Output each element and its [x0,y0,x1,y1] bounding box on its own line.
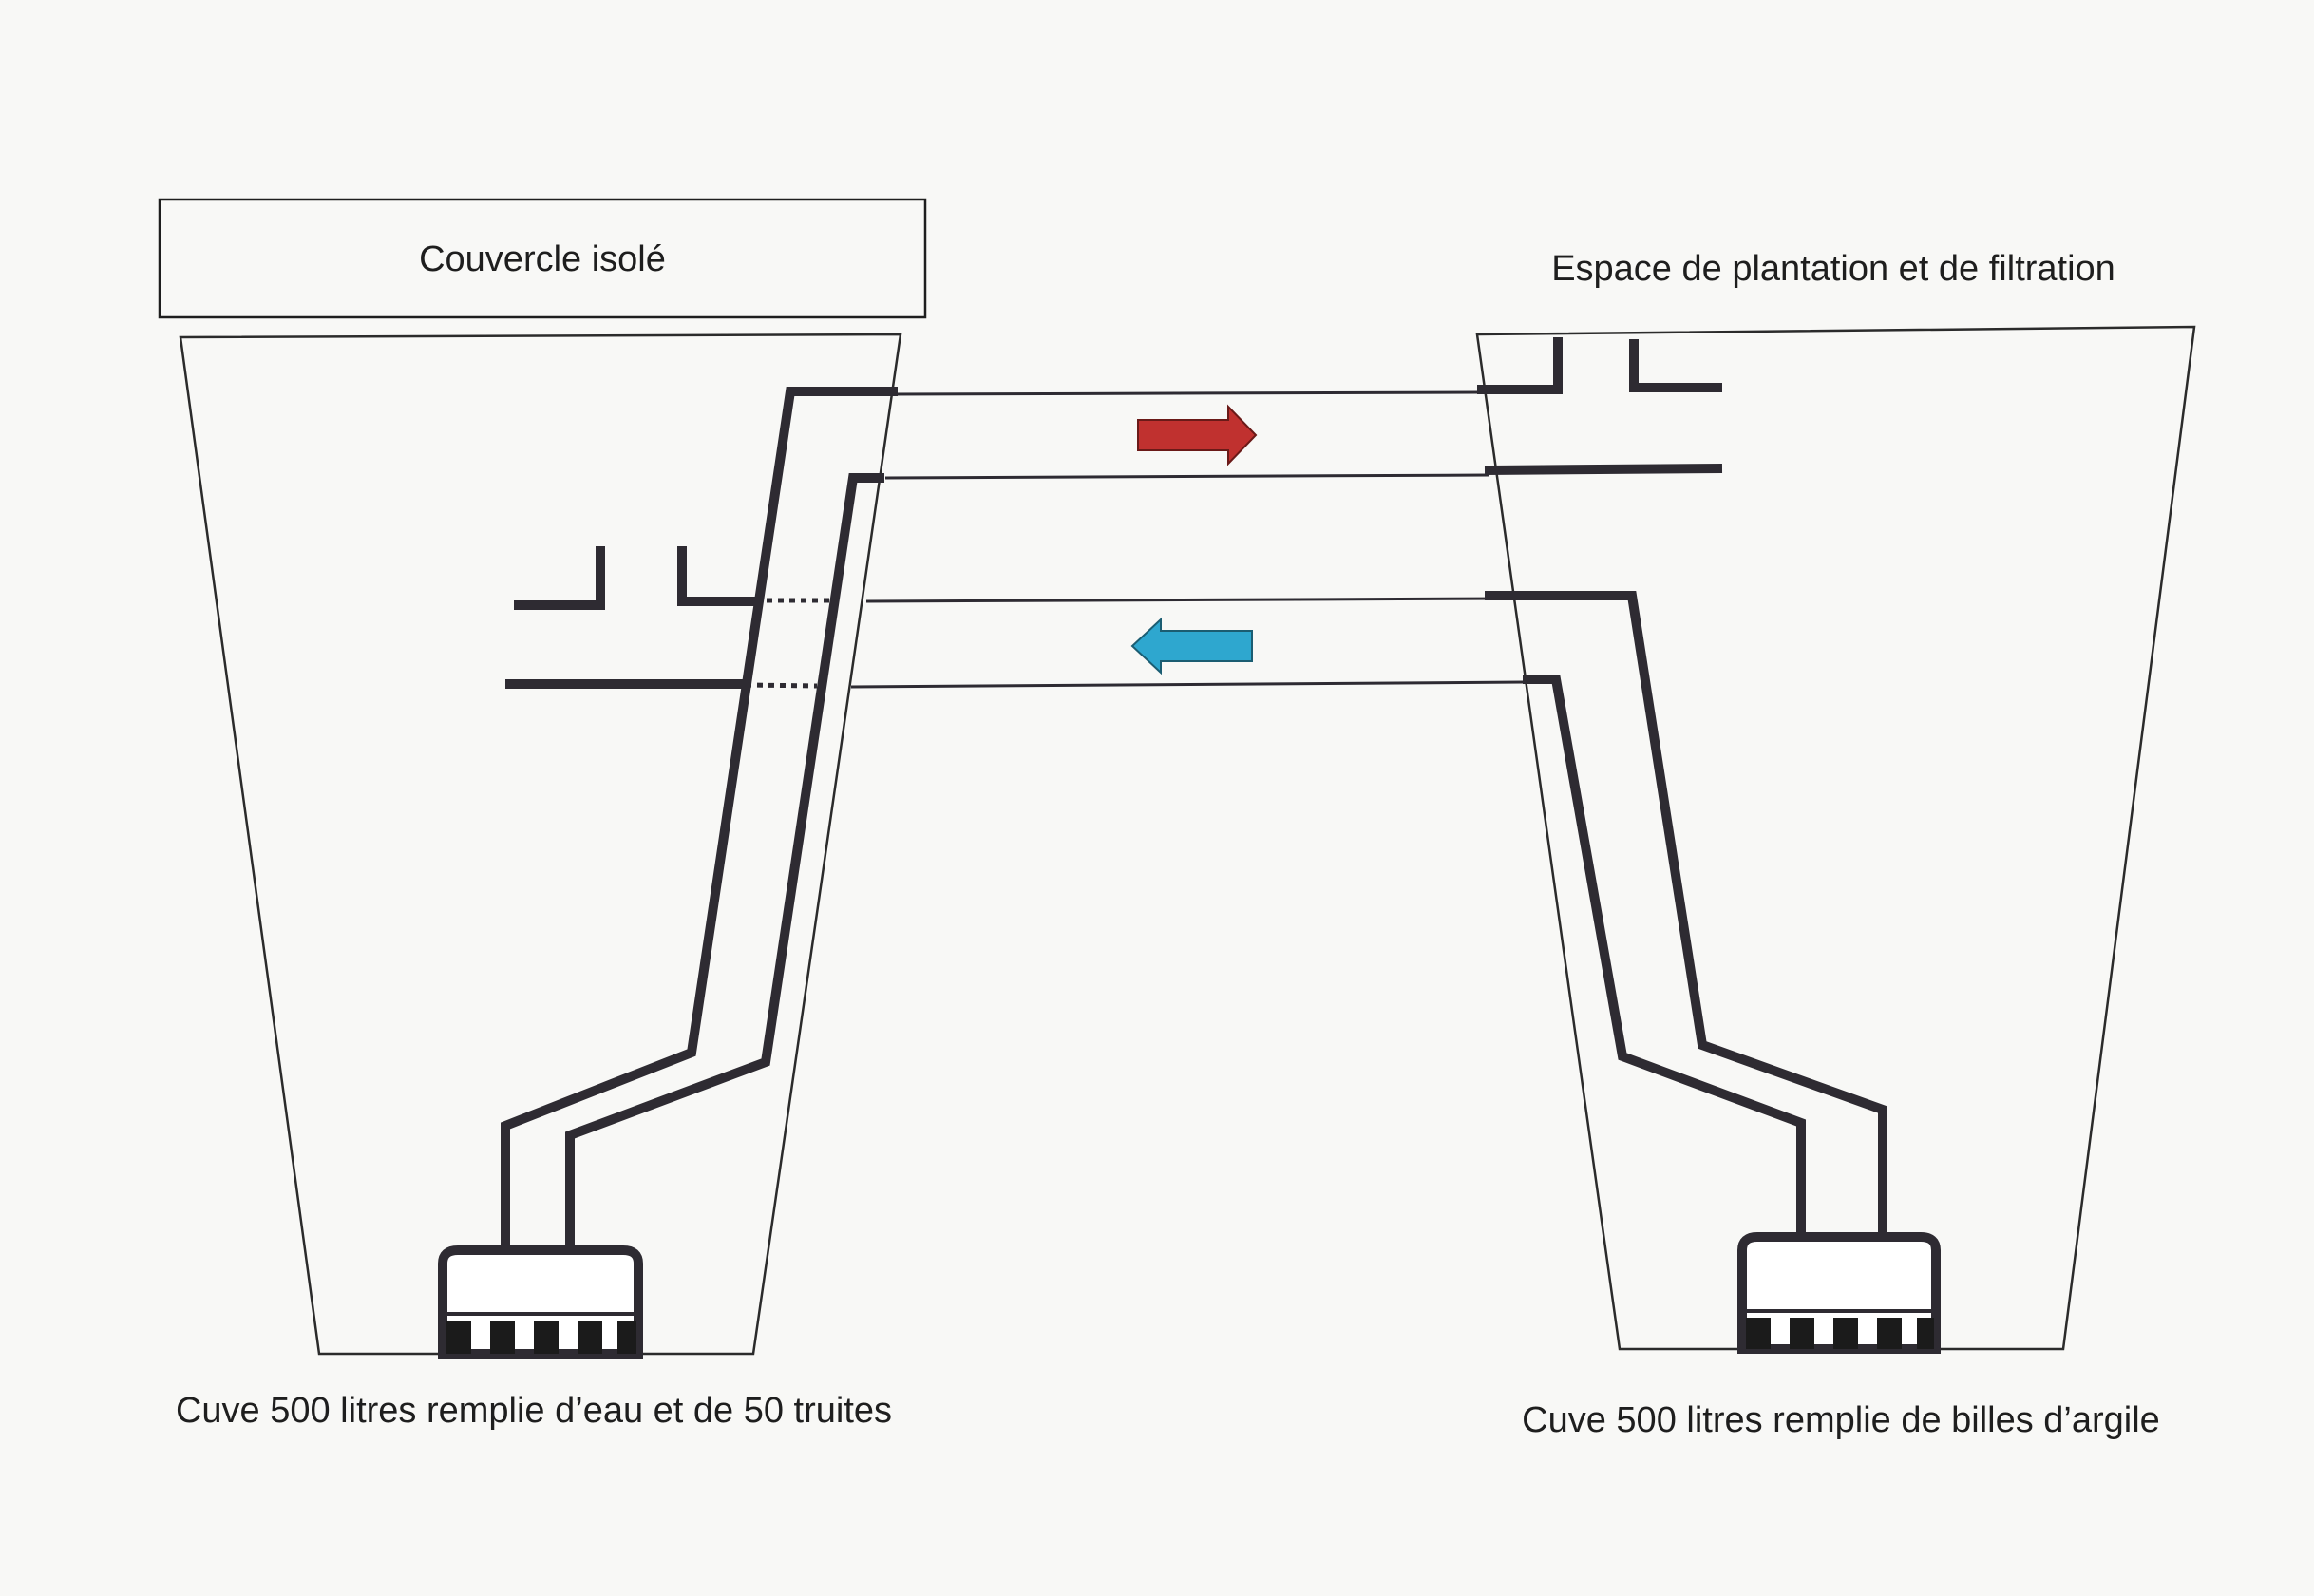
left-tank-label: Cuve 500 litres remplie d’eau et de 50 t… [176,1391,892,1431]
insulated-lid: Couvercle isolé [158,198,927,319]
arrow-left-icon [1130,617,1253,675]
lid-label: Couvercle isolé [419,239,666,279]
lower-channel [850,597,1526,689]
right-pipe [1485,591,1887,1257]
pump-icon [1737,1232,1941,1354]
arrow-right-icon [1137,404,1258,466]
left-tank [179,332,902,1356]
right-tank [1475,325,2196,1351]
upper-channel [884,390,1490,480]
left-pipe [501,387,898,1259]
left-inlet-fitting [505,546,836,689]
right-tank-label: Cuve 500 litres remplie de billes d’argi… [1522,1400,2160,1440]
pump-icon [438,1245,643,1358]
right-inlet-fitting [1477,337,1723,476]
planting-space-label: Espace de plantation et de filtration [1551,249,2115,289]
